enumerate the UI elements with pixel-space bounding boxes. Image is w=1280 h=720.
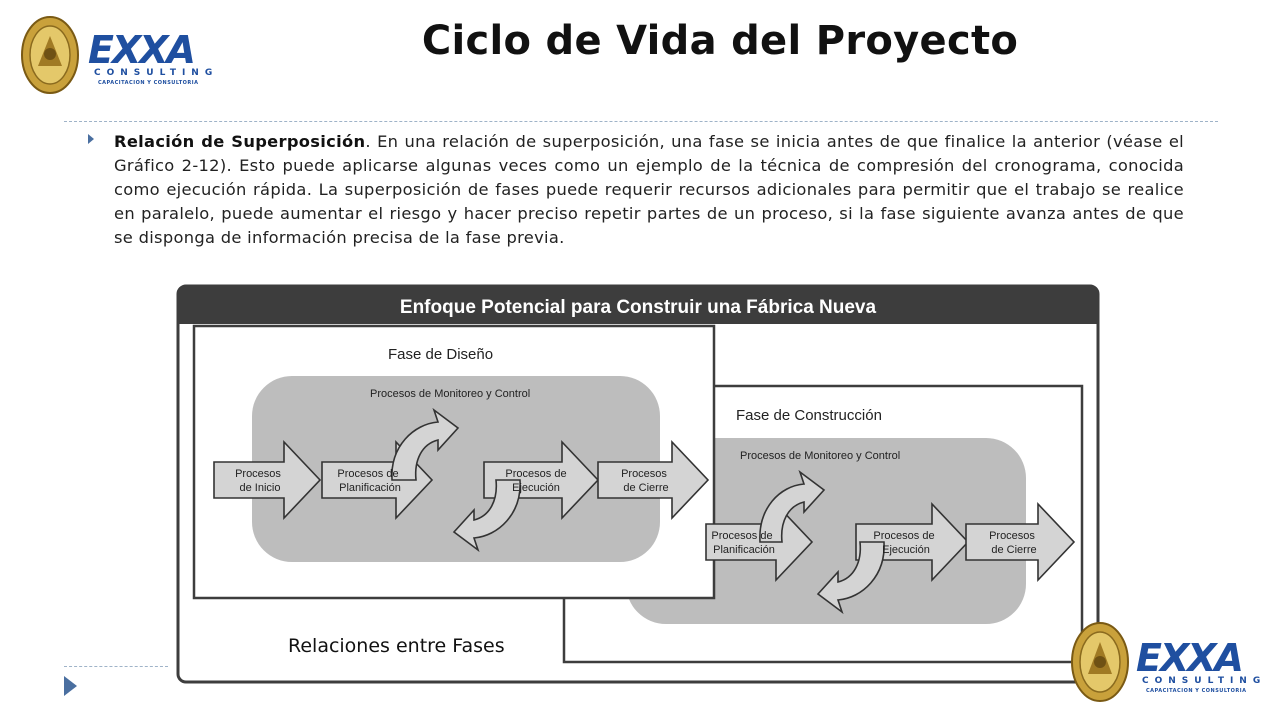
construction-execution-label-1: Procesos de <box>873 530 934 542</box>
body-paragraph: Relación de Superposición. En una relaci… <box>114 130 1184 250</box>
top-divider <box>64 121 1218 122</box>
paragraph-text: . En una relación de superposición, una … <box>114 132 1184 247</box>
construction-closing-arrow <box>965 501 1076 583</box>
design-closing-label-2: de Cierre <box>623 482 668 494</box>
design-cycle-arrow-bottom <box>452 479 521 553</box>
design-start-arrow <box>213 439 322 521</box>
design-closing-arrow <box>597 439 710 521</box>
construction-closing-label-2: de Cierre <box>991 544 1036 556</box>
bottom-divider <box>64 666 168 667</box>
construction-execution-label-2: Ejecución <box>882 544 930 556</box>
figure-header-text: Enfoque Potencial para Construir una Fáb… <box>400 297 877 318</box>
design-execution-label-1: Procesos de <box>505 468 566 480</box>
design-phase-title: Fase de Diseño <box>388 346 493 363</box>
brand-tagline: CAPACITACION Y CONSULTORIA <box>98 80 199 86</box>
design-closing-label-1: Procesos <box>621 468 667 480</box>
next-slide-icon[interactable] <box>64 676 77 696</box>
design-cycle-arrow-top <box>391 407 460 481</box>
construction-planning-label-2: Planificación <box>713 544 775 556</box>
construction-planning-label-1: Procesos de <box>711 530 772 542</box>
paragraph-lead: Relación de Superposición <box>114 132 366 151</box>
brand-logo-text: EXXA <box>88 28 196 72</box>
logo-top: EXXA CONSULTING CAPACITACION Y CONSULTOR… <box>18 14 218 96</box>
design-planning-label-1: Procesos de <box>337 468 398 480</box>
page-title: Ciclo de Vida del Proyecto <box>421 18 1019 64</box>
construction-process-area <box>626 438 1026 624</box>
construction-monitor-label: Procesos de Monitoreo y Control <box>740 450 900 462</box>
figure-caption: Relaciones entre Fases <box>284 635 509 657</box>
brand-sub-text: CONSULTING <box>94 68 219 78</box>
design-start-label-2: de Inicio <box>240 482 281 494</box>
brand-logo-text: EXXA <box>1136 636 1244 680</box>
logo-bottom: EXXA CONSULTING CAPACITACION Y CONSULTOR… <box>1068 620 1273 706</box>
design-execution-label-2: Ejecución <box>512 482 560 494</box>
construction-closing-label-1: Procesos <box>989 530 1035 542</box>
design-process-area <box>252 376 660 562</box>
brand-sub-text: CONSULTING <box>1142 676 1267 686</box>
bullet-icon <box>88 134 94 144</box>
figure-header-bar <box>178 286 1098 324</box>
design-monitor-label: Procesos de Monitoreo y Control <box>370 388 530 400</box>
design-start-label-1: Procesos <box>235 468 281 480</box>
phase-diagram: Enfoque Potencial para Construir una Fáb… <box>176 284 1100 684</box>
brand-tagline: CAPACITACION Y CONSULTORIA <box>1146 688 1247 694</box>
construction-cycle-arrow-top <box>759 469 826 543</box>
construction-phase-title: Fase de Construcción <box>736 407 882 424</box>
seal-icon <box>21 16 79 94</box>
seal-icon <box>1071 622 1129 702</box>
construction-cycle-arrow-bottom <box>816 541 885 615</box>
design-planning-label-2: Planificación <box>339 482 401 494</box>
phase-diagram-svg: Enfoque Potencial para Construir una Fáb… <box>176 284 1100 684</box>
